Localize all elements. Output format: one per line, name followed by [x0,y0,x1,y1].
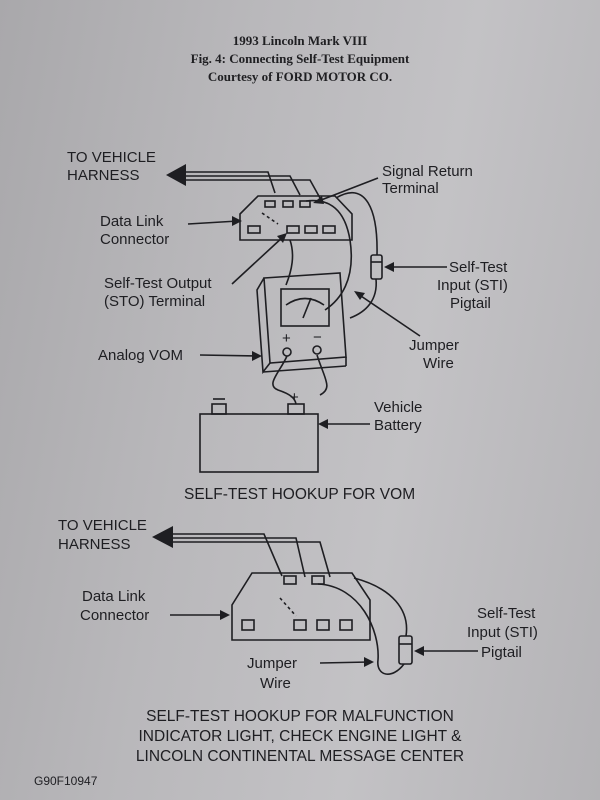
bottom-harness-cable [152,526,331,578]
vom-minus-label: − [313,329,322,346]
top-data-link-label-2: Connector [100,231,169,248]
bottom-caption-2: INDICATOR LIGHT, CHECK ENGINE LIGHT & [139,728,463,745]
vom-label: Analog VOM [98,347,183,364]
signal-return-label-1: Signal Return [382,163,473,180]
top-harness-cable [166,164,321,199]
bottom-caption-1: SELF-TEST HOOKUP FOR MALFUNCTION [146,708,454,725]
bottom-data-link-connector [231,572,371,641]
vom-plus-label: + [282,330,291,347]
bottom-sti-label-1: Self-Test [477,605,536,622]
top-sto-lead [285,239,294,286]
top-sti-label-2: Input (STI) [437,277,508,294]
top-jumper-wire [305,199,352,311]
top-jumper-label-2: Wire [423,355,454,372]
top-vom-positive-lead [272,355,297,405]
sto-label-1: Self-Test Output [104,275,212,292]
bottom-diagram: TO VEHICLE HARNESS Data Link Connector S… [58,517,538,765]
figure-code: G90F10947 [34,774,98,788]
top-sti-pigtail [335,191,383,319]
bottom-harness-arrow [152,526,173,548]
bottom-data-link-label-2: Connector [80,607,149,624]
bottom-caption-3: LINCOLN CONTINENTAL MESSAGE CENTER [136,748,464,765]
top-data-link-label-1: Data Link [100,213,164,230]
vom-leader [199,354,259,357]
header-courtesy: Courtesy of FORD MOTOR CO. [207,69,393,84]
bottom-sti-label-3: Pigtail [481,644,522,661]
battery-label-2: Battery [374,417,422,434]
bottom-sti-pigtail [353,577,413,665]
bottom-sti-label-2: Input (STI) [467,624,538,641]
top-data-link-leader [187,220,239,225]
bottom-to-vehicle-label-2: HARNESS [58,536,131,553]
top-analog-vom: + − [256,272,347,375]
header-title: 1993 Lincoln Mark VIII [232,33,368,48]
signal-return-leader [315,177,379,203]
top-data-link-connector [239,195,353,241]
top-harness-arrow [166,164,186,186]
top-diagram: + − + TO VEHICLE HARNESS Signal Return T… [67,149,508,503]
top-jumper-leader [357,293,421,337]
top-sti-label-1: Self-Test [449,259,508,276]
top-caption: SELF-TEST HOOKUP FOR VOM [184,486,415,503]
signal-return-label-2: Terminal [382,180,439,197]
top-to-vehicle-label-2: HARNESS [67,167,140,184]
bottom-jumper-label-1: Jumper [247,655,297,672]
battery-label-1: Vehicle [374,399,422,416]
top-jumper-label-1: Jumper [409,337,459,354]
top-sti-label-3: Pigtail [450,295,491,312]
sto-label-2: (STO) Terminal [104,293,205,310]
bottom-to-vehicle-label-1: TO VEHICLE [58,517,147,534]
bottom-jumper-label-2: Wire [260,675,291,692]
bottom-jumper-leader [319,661,371,664]
top-vom-negative-lead [316,354,328,396]
sto-leader [231,235,285,285]
top-to-vehicle-label-1: TO VEHICLE [67,149,156,166]
header-figure-title: Fig. 4: Connecting Self-Test Equipment [190,51,410,66]
bottom-data-link-label-1: Data Link [82,588,146,605]
top-vehicle-battery: + [199,389,319,473]
bottom-jumper-wire [317,583,405,675]
battery-plus-label: + [290,389,299,406]
